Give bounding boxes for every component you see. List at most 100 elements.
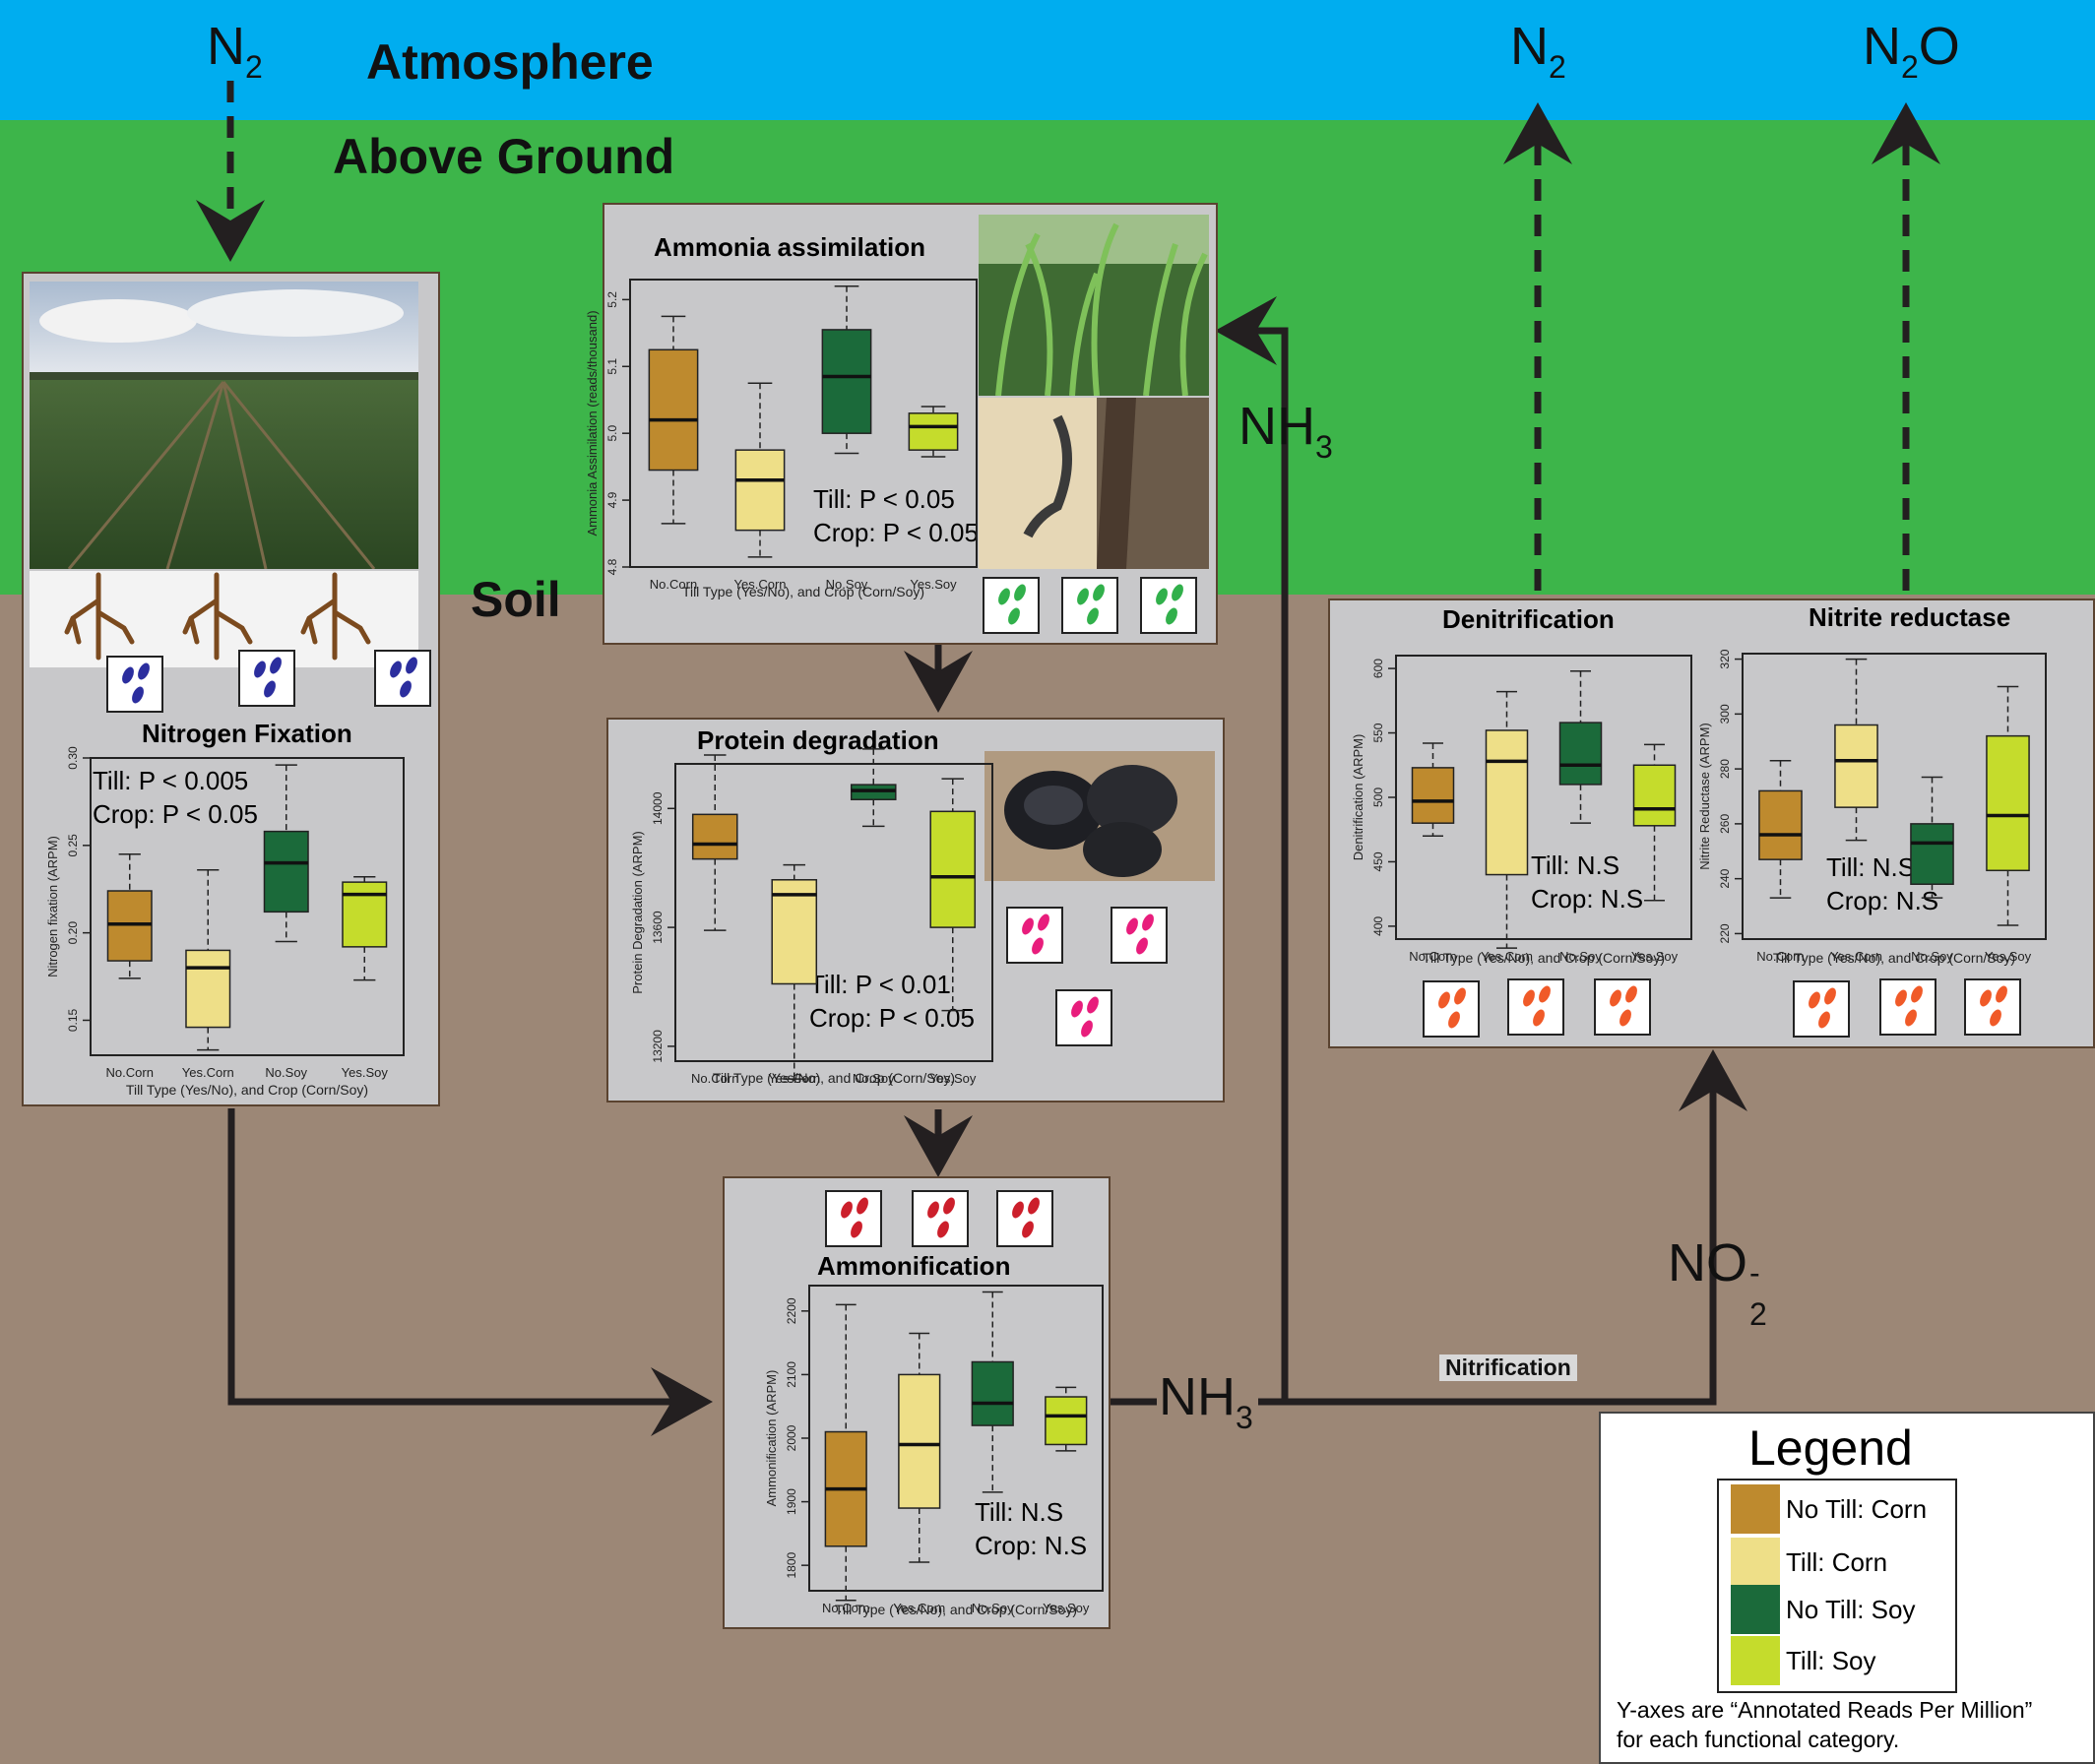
y-tick-label: 0.30	[66, 746, 80, 770]
panel-title: Nitrogen Fixation	[142, 719, 352, 748]
x-tick-label: Yes.Corn	[734, 577, 787, 592]
y-axis-label: Nitrogen fixation (ARPM)	[45, 836, 60, 977]
microbe-icon	[1111, 907, 1168, 964]
x-tick-label: No.Corn	[1409, 949, 1456, 964]
legend-title: Legend	[1748, 1420, 1913, 1476]
y-tick-label: 320	[1718, 649, 1732, 668]
box	[971, 1360, 1014, 1426]
x-tick-label: No.Soy	[853, 1071, 895, 1086]
x-tick-label: No.Corn	[106, 1065, 154, 1080]
x-tick-label: Yes.Soy	[1631, 949, 1679, 964]
y-tick-label: 1800	[785, 1551, 798, 1578]
plot-frame	[674, 763, 993, 1062]
y-tick-label: 1900	[785, 1488, 798, 1515]
box	[691, 813, 738, 860]
fixation-to-ammonification-arrow	[227, 1108, 713, 1436]
corn-plants-photo	[979, 215, 1209, 396]
plot-frame	[629, 279, 978, 568]
legend-swatch	[1731, 1538, 1780, 1587]
x-tick-label: No.Soy	[972, 1601, 1014, 1615]
x-tick-label: No.Corn	[650, 577, 697, 592]
x-axis-label: Till Type (Yes/No), and Crop (Corn/Soy)	[1423, 950, 1665, 966]
y-axis-label: Nitrite Reductase (ARPM)	[1697, 723, 1712, 870]
y-tick-label: 450	[1371, 851, 1385, 871]
y-tick-label: 220	[1718, 923, 1732, 943]
legend-label: Till: Corn	[1786, 1547, 1888, 1577]
x-axis-label: Till Type (Yes/No), and Crop (Corn/Soy)	[126, 1082, 368, 1098]
n2-atmosphere-input: N2	[207, 17, 263, 85]
microbe-icon	[106, 656, 163, 713]
box	[1411, 767, 1455, 824]
y-tick-label: 2100	[785, 1361, 798, 1388]
y-axis-label: Protein Degradation (ARPM)	[630, 831, 645, 993]
y-tick-label: 500	[1371, 788, 1385, 807]
legend-note: Y-axes are “Annotated Reads Per Million”…	[1617, 1697, 2033, 1752]
legend-label: No Till: Soy	[1786, 1595, 1916, 1624]
box	[821, 329, 872, 434]
microbe-icon	[374, 650, 431, 707]
legend-swatch	[1731, 1585, 1780, 1634]
atmosphere-band	[0, 0, 2095, 120]
microbe-icon	[1055, 989, 1112, 1046]
box	[734, 449, 786, 532]
y-tick-label: 240	[1718, 868, 1732, 888]
x-tick-label: Yes.Corn	[1481, 949, 1533, 964]
box	[1910, 823, 1954, 885]
y-tick-label: 260	[1718, 814, 1732, 834]
x-tick-label: Yes.Corn	[893, 1601, 945, 1615]
y-tick-label: 4.9	[605, 491, 619, 508]
box	[908, 412, 959, 451]
n2o-atmosphere-output: N2O	[1863, 17, 1960, 85]
denitrification-panel: Denitrification Nitrite reductase Till: …	[1328, 598, 2095, 1048]
box	[1632, 764, 1677, 827]
above-ground-label: Above Ground	[333, 129, 675, 184]
microbe-icon	[825, 1190, 882, 1247]
x-tick-label: No.Corn	[691, 1071, 738, 1086]
nitrification-arrow	[1258, 1049, 1747, 1406]
panel-title: Nitrite reductase	[1809, 602, 2011, 632]
y-tick-label: 14000	[651, 791, 665, 825]
x-tick-label: No.Soy	[1559, 949, 1602, 964]
box	[771, 879, 818, 985]
y-tick-label: 2200	[785, 1297, 798, 1324]
legend-swatch	[1731, 1484, 1780, 1534]
box	[106, 890, 153, 962]
legend-label: Till: Soy	[1786, 1646, 1876, 1675]
x-axis-label: Till Type (Yes/No), and Crop (Corn/Soy)	[835, 1602, 1077, 1617]
x-axis-label: Till Type (Yes/No), and Crop (Corn/Soy)	[1773, 950, 2015, 966]
y-tick-label: 5.1	[605, 358, 619, 375]
box	[1485, 729, 1529, 876]
root-nodules-drawing	[30, 571, 418, 667]
x-tick-label: Yes.Soy	[910, 577, 957, 592]
x-tick-label: Yes.Corn	[1830, 949, 1882, 964]
y-tick-label: 600	[1371, 659, 1385, 678]
plot-frame	[90, 757, 405, 1056]
legend: Legend No Till: Corn Till: Corn No Till:…	[1599, 1412, 2095, 1764]
x-axis-label: Till Type (Yes/No), and Crop (Corn/Soy)	[682, 584, 924, 599]
box	[1986, 734, 2030, 872]
box	[929, 810, 977, 928]
legend-swatch	[1731, 1636, 1780, 1685]
panel-title: Ammonification	[817, 1251, 1011, 1281]
y-axis-label: Ammonia Assimilation (reads/thousand)	[585, 310, 600, 536]
y-tick-label: 2000	[785, 1424, 798, 1451]
x-tick-label: Yes.Soy	[342, 1065, 389, 1080]
microbe-icon	[912, 1190, 969, 1247]
fungus-tree-photo	[979, 398, 1209, 569]
x-tick-label: No.Soy	[1911, 949, 1953, 964]
microbe-icon	[983, 577, 1040, 634]
plot-frame	[1742, 653, 2047, 940]
microbe-icon	[996, 1190, 1053, 1247]
x-tick-label: Yes.Soy	[1985, 949, 2032, 964]
soil-label: Soil	[471, 572, 561, 627]
y-tick-label: 0.25	[66, 834, 80, 857]
y-tick-label: 5.0	[605, 425, 619, 442]
box	[263, 830, 309, 914]
box	[185, 949, 231, 1029]
x-tick-label: No.Corn	[822, 1601, 869, 1615]
